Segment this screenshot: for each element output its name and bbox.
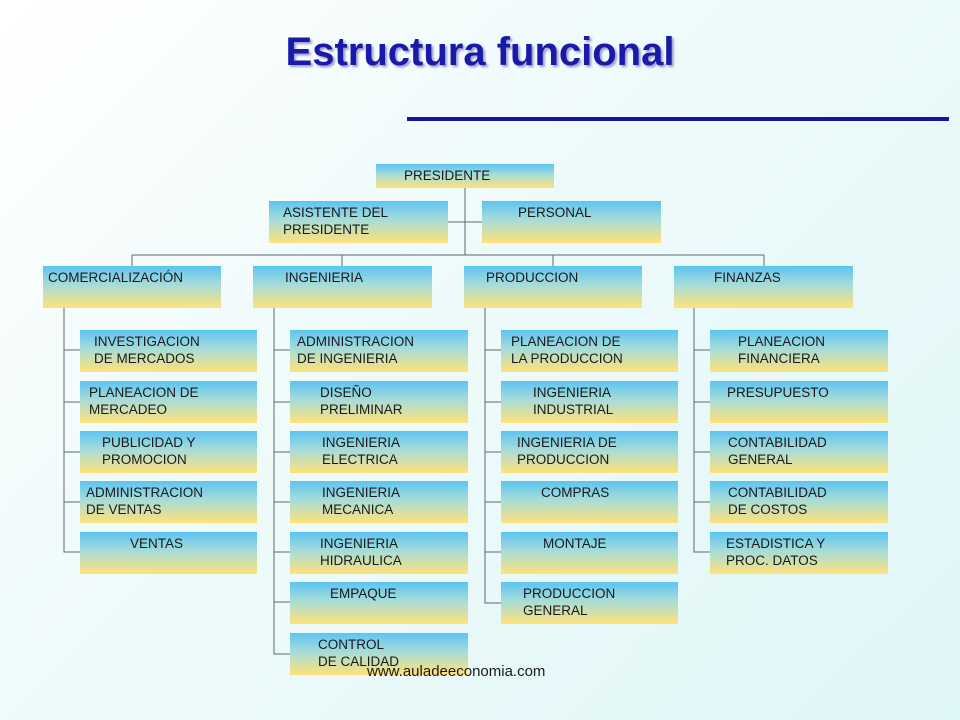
- unit-box: INVESTIGACION DE MERCADOS: [80, 330, 257, 372]
- department-box-ingenieria: INGENIERIA: [253, 266, 432, 308]
- unit-box: VENTAS: [80, 532, 257, 574]
- connector-stem-2: [484, 308, 501, 604]
- page-title: Estructura funcional: [285, 30, 675, 74]
- watermark-url: www.auladeeconomia.com: [367, 663, 546, 680]
- personnel-box: PERSONAL: [482, 201, 661, 243]
- unit-box: CONTABILIDAD DE COSTOS: [710, 481, 888, 523]
- title-underline: [407, 117, 949, 121]
- unit-box: MONTAJE: [501, 532, 678, 574]
- unit-box: PUBLICIDAD Y PROMOCION: [80, 431, 257, 473]
- connector-stem-0: [63, 308, 80, 553]
- unit-box: COMPRAS: [501, 481, 678, 523]
- unit-box: ADMINISTRACION DE VENTAS: [80, 481, 257, 523]
- unit-box: INGENIERIA HIDRAULICA: [290, 532, 468, 574]
- department-box-produccion: PRODUCCION: [464, 266, 642, 308]
- unit-box: ESTADISTICA Y PROC. DATOS: [710, 532, 888, 574]
- unit-box: INGENIERIA ELECTRICA: [290, 431, 468, 473]
- unit-box: PLANEACION DE LA PRODUCCION: [501, 330, 678, 372]
- unit-box: CONTABILIDAD GENERAL: [710, 431, 888, 473]
- connector-stem-3: [693, 308, 710, 553]
- connector-stem-1: [273, 308, 290, 655]
- unit-box: DISEÑO PRELIMINAR: [290, 381, 468, 423]
- department-box-comercializacion: COMERCIALIZACIÓN: [43, 266, 221, 308]
- unit-box: PLANEACION FINANCIERA: [710, 330, 888, 372]
- unit-box: ADMINISTRACION DE INGENIERIA: [290, 330, 468, 372]
- unit-box: PLANEACION DE MERCADEO: [80, 381, 257, 423]
- unit-box: PRODUCCION GENERAL: [501, 582, 678, 624]
- assistant-box: ASISTENTE DEL PRESIDENTE: [269, 201, 448, 243]
- unit-box: INGENIERIA INDUSTRIAL: [501, 381, 678, 423]
- unit-box: PRESUPUESTO: [710, 381, 888, 423]
- unit-box: CONTROL DE CALIDAD: [290, 633, 468, 675]
- unit-box: INGENIERIA DE PRODUCCION: [501, 431, 678, 473]
- president-box: PRESIDENTE: [376, 164, 554, 188]
- unit-box: EMPAQUE: [290, 582, 468, 624]
- department-box-finanzas: FINANZAS: [674, 266, 853, 308]
- unit-box: INGENIERIA MECANICA: [290, 481, 468, 523]
